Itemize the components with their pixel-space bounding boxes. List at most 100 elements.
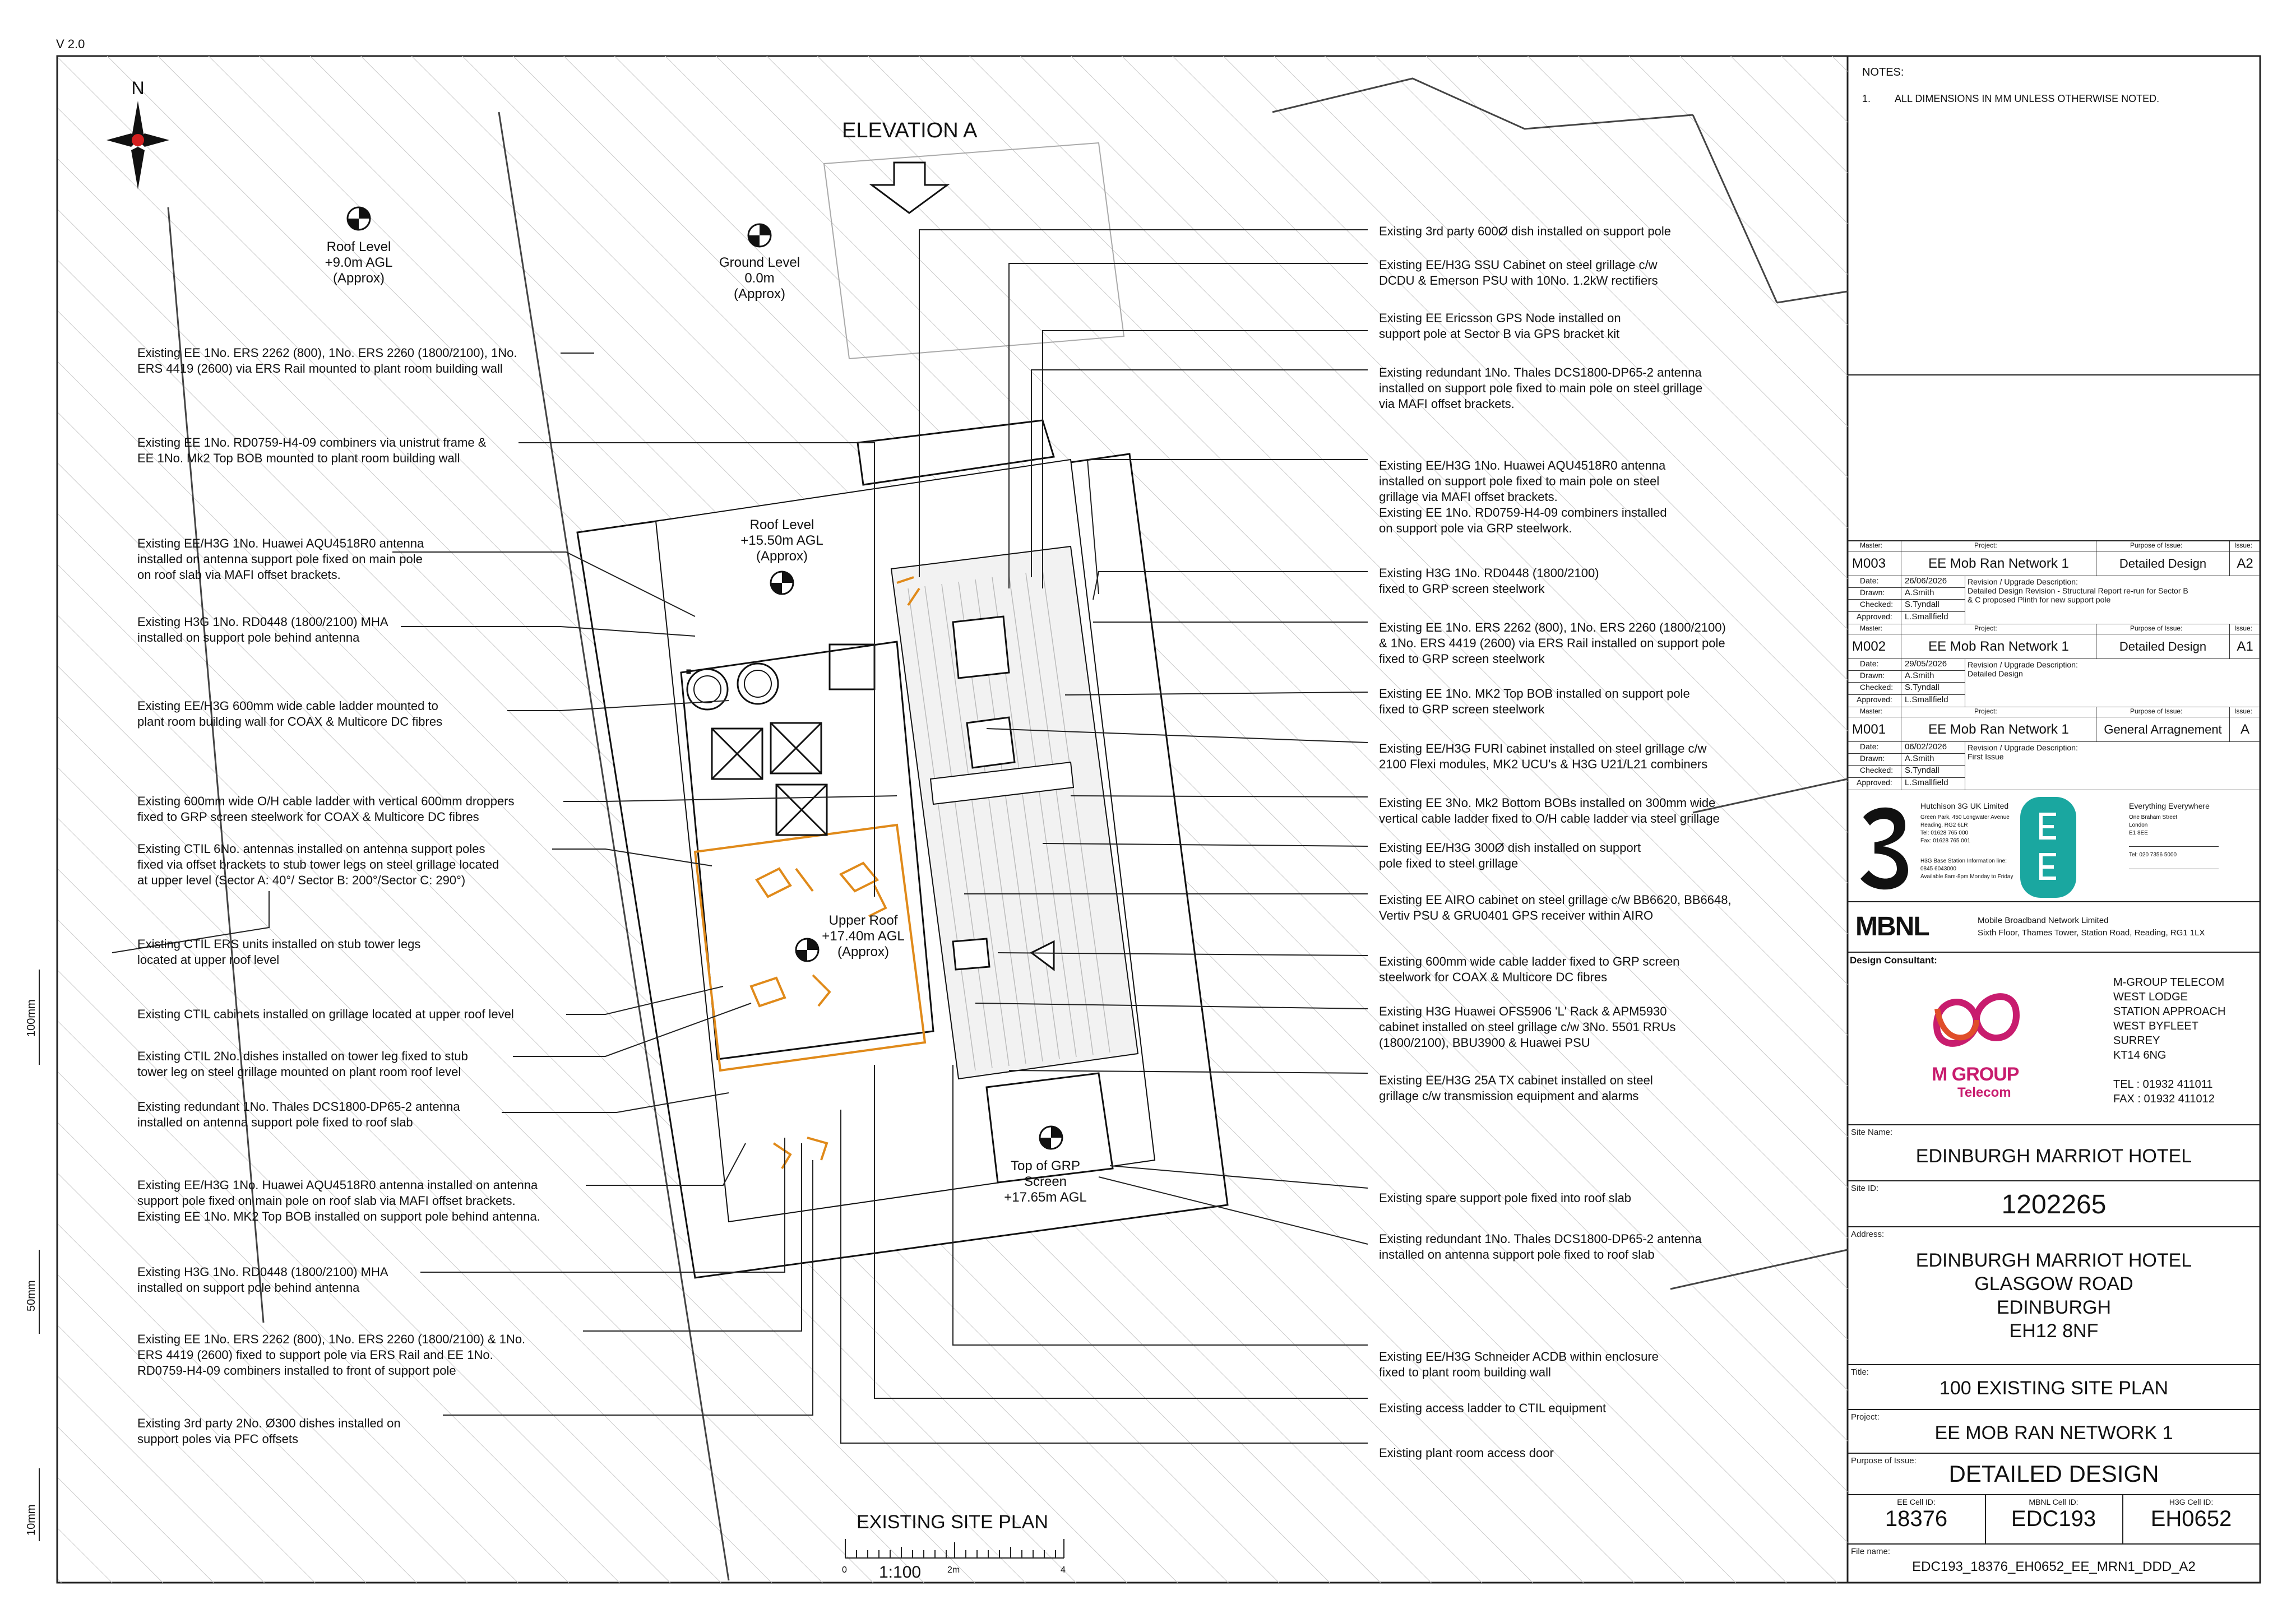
scale-ratio: 1:100 — [879, 1563, 921, 1582]
svg-text:+15.50m AGL: +15.50m AGL — [740, 533, 823, 548]
plan-building — [576, 419, 1229, 1279]
consultant-addr-line: M-GROUP TELECOM — [2113, 976, 2225, 989]
margin-mark-10: 10mm — [25, 1504, 38, 1536]
address-lines: EDINBURGH MARRIOT HOTEL GLASGOW ROAD EDI… — [1848, 1249, 2260, 1343]
rev-issue: A1 — [2230, 634, 2260, 659]
address-line: GLASGOW ROAD — [1974, 1273, 2133, 1295]
note-right-5: Existing EE/H3G 1No. Huawei AQU4518R0 an… — [1379, 458, 1667, 535]
note-left-5: Existing EE/H3G 600mm wide cable ladder … — [137, 699, 442, 729]
mbnl-logo: MBNL — [1855, 912, 1930, 942]
rev-label-issue: Issue: — [2230, 541, 2260, 551]
consultant-box: Design Consultant: M GROUP Telecom M-GRO… — [1848, 953, 2260, 1125]
file-name-box: File name: EDC193_18376_EH0652_EE_MRN1_D… — [1848, 1545, 2260, 1583]
note-right-13: Existing 600mm wide cable ladder fixed t… — [1379, 954, 1679, 984]
title-block: NOTES: 1. ALL DIMENSIONS IN MM UNLESS OT… — [1848, 56, 2260, 1583]
m-group-logo-icon — [1933, 993, 2020, 1047]
rev-label-project: Project: — [1901, 624, 2096, 634]
mbnl-address: Sixth Floor, Thames Tower, Station Road,… — [1978, 928, 2205, 938]
svg-text:+17.65m AGL: +17.65m AGL — [1004, 1190, 1086, 1205]
rev-label-drawn: Drawn: — [1848, 588, 1901, 600]
ee-addr-line: One Braham Street — [2129, 814, 2178, 820]
h3g-name: Hutchison 3G UK Limited — [1920, 801, 2009, 810]
rev-checked: S.Tyndall — [1901, 600, 1965, 612]
notes-item-num: 1. — [1862, 93, 1871, 104]
ee-address: One Braham Street London E1 8EE — [2129, 814, 2177, 837]
ee-tel: Tel: 020 7356 5000 — [2129, 852, 2177, 858]
cell-id-label: MBNL Cell ID: — [2029, 1497, 2079, 1506]
level-marker-top-grp: Top of GRP Screen +17.65m AGL — [1004, 1125, 1087, 1205]
elevation-a-label: ELEVATION A — [842, 119, 978, 142]
left-annotations: Existing EE 1No. ERS 2262 (800), 1No. ER… — [137, 346, 540, 1446]
site-id-box: Site ID: 1202265 — [1848, 1181, 2260, 1227]
consultant-tel: TEL : 01932 411011 — [2113, 1078, 2213, 1091]
cell-id-value: 18376 — [1885, 1506, 1948, 1531]
rev-approved: L.Smallfield — [1901, 778, 1965, 790]
rev-label-project: Project: — [1901, 541, 2096, 551]
operator-logos: Hutchison 3G UK Limited Green Park, 450 … — [1848, 790, 2260, 902]
rev-description-line-2: & C proposed Plinth for new support pole — [1968, 595, 2111, 604]
note-left-13: Existing H3G 1No. RD0448 (1800/2100) MHA… — [137, 1265, 388, 1295]
consultant-label: Design Consultant: — [1850, 955, 1937, 966]
note-right-17: Existing redundant 1No. Thales DCS1800-D… — [1379, 1232, 1702, 1262]
cell-id-h3g: H3G Cell ID: EH0652 — [2122, 1495, 2260, 1545]
scale-bar — [845, 1539, 1064, 1559]
note-right-10: Existing EE 3No. Mk2 Bottom BOBs install… — [1379, 796, 1720, 826]
cell-id-value: EDC193 — [2011, 1506, 2096, 1531]
cell-id-label: H3G Cell ID: — [2169, 1497, 2214, 1506]
purpose-label: Purpose of Issue: — [1851, 1456, 1917, 1466]
revision-m002: Master: Project: Purpose of Issue: Issue… — [1848, 624, 2260, 707]
title-value: 100 EXISTING SITE PLAN — [1939, 1378, 2169, 1399]
note-right-14: Existing H3G Huawei OFS5906 'L' Rack & A… — [1379, 1004, 1676, 1050]
m-group-logo-text: M GROUP — [1932, 1064, 2019, 1085]
notes-heading: NOTES: — [1862, 66, 1904, 78]
north-label: N — [131, 78, 144, 98]
right-annotations: Existing 3rd party 600Ø dish installed o… — [1379, 224, 1732, 1460]
rev-label-checked: Checked: — [1848, 766, 1901, 778]
rev-label-description: Revision / Upgrade Description: — [1968, 577, 2078, 586]
rev-label-purpose: Purpose of Issue: — [2096, 541, 2230, 551]
margin-mark-50: 50mm — [25, 1280, 38, 1311]
rev-description: Revision / Upgrade Description: Detailed… — [1965, 659, 2260, 707]
note-right-7: Existing EE 1No. ERS 2262 (800), 1No. ER… — [1379, 620, 1726, 666]
notes-item-1: 1. ALL DIMENSIONS IN MM UNLESS OTHERWISE… — [1862, 93, 2159, 105]
consultant-addr-line: WEST LODGE — [2113, 991, 2188, 1003]
rev-issue: A2 — [2230, 551, 2260, 576]
scale-tick-4: 4 — [1061, 1565, 1066, 1575]
rev-label-checked: Checked: — [1848, 600, 1901, 612]
site-id-value: 1202265 — [2001, 1190, 2107, 1219]
left-leader-lines — [112, 353, 897, 1416]
rev-label-project: Project: — [1901, 707, 2096, 717]
title-label: Title: — [1851, 1367, 1869, 1377]
rev-date: 26/06/2026 — [1901, 576, 1965, 588]
note-right-6: Existing H3G 1No. RD0448 (1800/2100)fixe… — [1379, 566, 1599, 596]
rev-label-issue: Issue: — [2230, 707, 2260, 717]
project-value: EE MOB RAN NETWORK 1 — [1934, 1422, 2173, 1444]
cell-id-ee: EE Cell ID: 18376 — [1848, 1495, 1986, 1545]
rev-drawn: A.Smith — [1901, 754, 1965, 766]
rev-label-date: Date: — [1848, 576, 1901, 588]
level-marker-ground: Ground Level 0.0m (Approx) — [719, 223, 800, 302]
note-left-8: Existing CTIL ERS units installed on stu… — [137, 937, 420, 967]
svg-text:Top of GRP: Top of GRP — [1011, 1158, 1080, 1174]
rev-purpose: Detailed Design — [2096, 634, 2230, 659]
note-right-9: Existing EE/H3G FURI cabinet installed o… — [1379, 741, 1707, 771]
svg-text:(Approx): (Approx) — [756, 549, 808, 564]
h3g-addr-line: Fax: 01628 765 001 — [1920, 838, 1970, 844]
svg-text:Upper Roof: Upper Roof — [829, 913, 898, 928]
rev-label-issue: Issue: — [2230, 624, 2260, 634]
svg-text:Screen: Screen — [1024, 1174, 1067, 1189]
note-right-12: Existing EE AIRO cabinet on steel grilla… — [1379, 893, 1732, 922]
site-id-label: Site ID: — [1851, 1184, 1879, 1193]
ee-logo-icon — [2020, 797, 2076, 898]
svg-text:(Approx): (Approx) — [734, 286, 785, 302]
rev-label-description: Revision / Upgrade Description: — [1968, 743, 2078, 752]
note-right-15: Existing EE/H3G 25A TX cabinet installed… — [1379, 1073, 1653, 1103]
note-right-3: Existing EE Ericsson GPS Node installed … — [1379, 311, 1621, 341]
h3g-info: H3G Base Station Information line: 0845 … — [1920, 857, 2013, 881]
note-left-2: Existing EE 1No. RD0759-H4-09 combiners … — [137, 435, 487, 465]
revision-m001: Master: Project: Purpose of Issue: Issue… — [1848, 707, 2260, 790]
rev-description-line-1: First Issue — [1968, 752, 2004, 761]
rev-date: 06/02/2026 — [1901, 742, 1965, 754]
consultant-address: M-GROUP TELECOM WEST LODGE STATION APPRO… — [2113, 975, 2225, 1106]
